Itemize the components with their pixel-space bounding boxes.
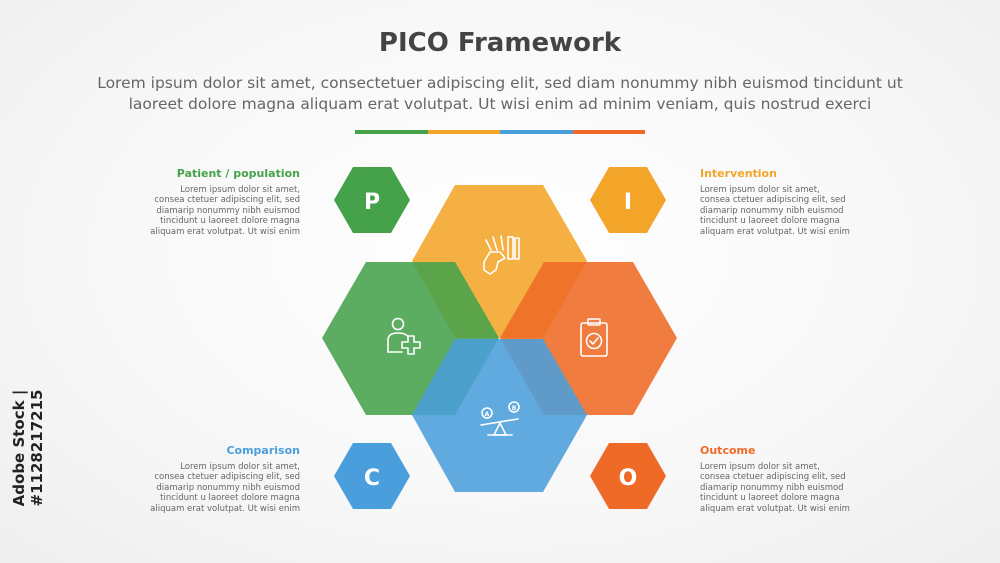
add-user-icon: [387, 317, 421, 355]
hex-badge-P-shape: [334, 167, 410, 233]
letter-C: C: [364, 466, 380, 491]
letter-I: I: [624, 190, 632, 215]
clipboard-check-icon: [580, 318, 608, 357]
comparison-text-block: Comparison Lorem ipsum dolor sit amet, c…: [150, 444, 300, 514]
letter-P: P: [364, 190, 380, 215]
hand-stop-dominoes-icon: [483, 235, 520, 275]
patient-body: Lorem ipsum dolor sit amet, consea ctetu…: [150, 185, 300, 237]
hex-badge-I-shape: [590, 167, 666, 233]
hex-badge-O: O: [590, 443, 666, 509]
comparison-body: Lorem ipsum dolor sit amet, consea ctetu…: [150, 462, 300, 514]
outcome-text-block: Outcome Lorem ipsum dolor sit amet, cons…: [700, 444, 850, 514]
hex-badge-O-shape: [590, 443, 666, 509]
hex-badge-C-shape: [334, 443, 410, 509]
patient-text-block: Patient / population Lorem ipsum dolor s…: [150, 167, 300, 237]
outcome-body: Lorem ipsum dolor sit amet, consea ctetu…: [700, 462, 850, 514]
subtitle-line: Lorem ipsum dolor sit amet, consectetuer…: [97, 74, 903, 92]
patient-heading: Patient / population: [176, 167, 300, 180]
divider-segment-orange: [572, 130, 645, 134]
seesaw-label-b: B: [512, 405, 517, 412]
intervention-text-block: Intervention Lorem ipsum dolor sit amet,…: [700, 167, 850, 237]
hexagon-blue: [412, 339, 587, 492]
page-subtitle: Lorem ipsum dolor sit amet, consectetuer…: [60, 73, 940, 115]
intervention-body: Lorem ipsum dolor sit amet, consea ctetu…: [700, 185, 850, 237]
divider-segment-yellow: [427, 130, 500, 134]
color-divider: [355, 130, 645, 134]
intervention-heading: Intervention: [700, 167, 777, 180]
hex-badge-I: I: [590, 167, 666, 233]
subtitle-line: laoreet dolore magna aliquam erat volutp…: [128, 95, 872, 113]
divider-segment-green: [355, 130, 428, 134]
balance-seesaw-icon: [480, 401, 520, 436]
seesaw-label-a: A: [485, 411, 490, 418]
outcome-heading: Outcome: [700, 444, 756, 457]
divider-segment-blue: [500, 130, 573, 134]
comparison-heading: Comparison: [226, 444, 300, 457]
letter-O: O: [619, 466, 638, 491]
page-title: PICO Framework: [378, 28, 622, 58]
hex-badge-P: P: [334, 167, 410, 233]
hex-badge-C: C: [334, 443, 410, 509]
